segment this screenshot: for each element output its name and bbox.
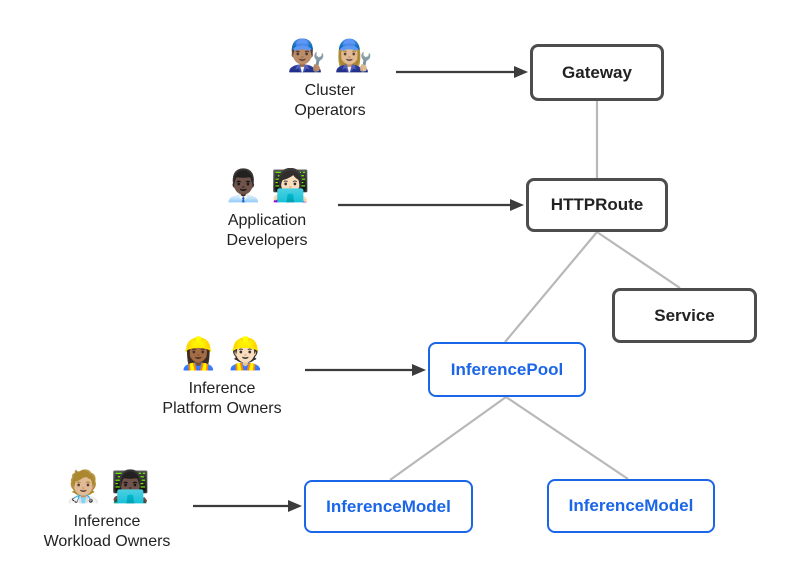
node-inferencepool-label: InferencePool: [450, 359, 564, 379]
actor-inference-workload-owners: 🧑🏼‍⚕️ 👨🏿‍💻 Inference Workload Owners: [0, 468, 217, 552]
developer-emoji-icons: 👨🏿‍💼 👩🏻‍💻: [224, 168, 310, 203]
arrowhead-icon: [510, 199, 524, 211]
workload-owner-emoji-icons: 🧑🏼‍⚕️ 👨🏿‍💻: [64, 469, 150, 504]
node-inferencemodel-left-label: InferenceModel: [326, 496, 451, 516]
construction-worker-emoji-icons: 👷🏾‍♀️ 👷🏻: [179, 336, 265, 371]
node-service-label: Service: [654, 305, 715, 325]
arrowhead-icon: [412, 364, 426, 376]
actor-label-line: Inference: [188, 380, 256, 397]
mechanic-emoji-icons: 👨🏽‍🔧 👩🏼‍🔧: [287, 38, 373, 73]
edge-httproute-service: [596, 231, 681, 289]
actor-label-line: Inference: [73, 513, 141, 530]
arrow-inference-workload-owners-to-inferencemodel: [193, 500, 302, 512]
arrowhead-icon: [514, 66, 528, 78]
node-inferencemodel-right-label: InferenceModel: [568, 496, 694, 515]
node-service: Service: [612, 288, 757, 343]
node-inferencepool: InferencePool: [428, 342, 586, 397]
actor-label-line: Cluster: [304, 82, 356, 99]
arrowhead-icon: [288, 500, 302, 512]
arrow-inference-platform-owners-to-inferencepool: [305, 364, 426, 376]
node-httproute: HTTPRoute: [526, 178, 668, 232]
actor-label-line: Operators: [294, 102, 366, 119]
edge-inferencepool-inferencemodel-right: [505, 396, 629, 480]
node-gateway: Gateway: [530, 44, 664, 101]
actor-application-developers: 👨🏿‍💼 👩🏻‍💻 Application Developers: [157, 167, 377, 251]
actor-inference-platform-owners: 👷🏾‍♀️ 👷🏻 Inference Platform Owners: [112, 335, 332, 419]
actor-cluster-operators: 👨🏽‍🔧 👩🏼‍🔧 Cluster Operators: [220, 37, 440, 121]
actor-label-line: Workload Owners: [43, 533, 171, 550]
arrow-cluster-operators-to-gateway: [396, 66, 528, 78]
actor-inference-platform-owners-label: Inference Platform Owners: [162, 379, 281, 419]
node-gateway-label: Gateway: [562, 62, 632, 82]
actor-label-line: Developers: [226, 232, 308, 249]
node-httproute-label: HTTPRoute: [550, 195, 644, 214]
edge-httproute-inferencepool: [504, 231, 598, 343]
node-inferencemodel-left: InferenceModel: [304, 480, 473, 533]
actor-label-line: Platform Owners: [162, 400, 282, 417]
actor-label-line: Application: [227, 212, 307, 229]
actor-cluster-operators-label: Cluster Operators: [294, 81, 365, 121]
arrow-application-developers-to-httproute: [338, 199, 524, 211]
edge-inferencepool-inferencemodel-left: [389, 396, 507, 481]
actor-application-developers-label: Application Developers: [227, 211, 308, 251]
actor-inference-workload-owners-label: Inference Workload Owners: [44, 512, 171, 552]
node-inferencemodel-right: InferenceModel: [547, 479, 715, 533]
